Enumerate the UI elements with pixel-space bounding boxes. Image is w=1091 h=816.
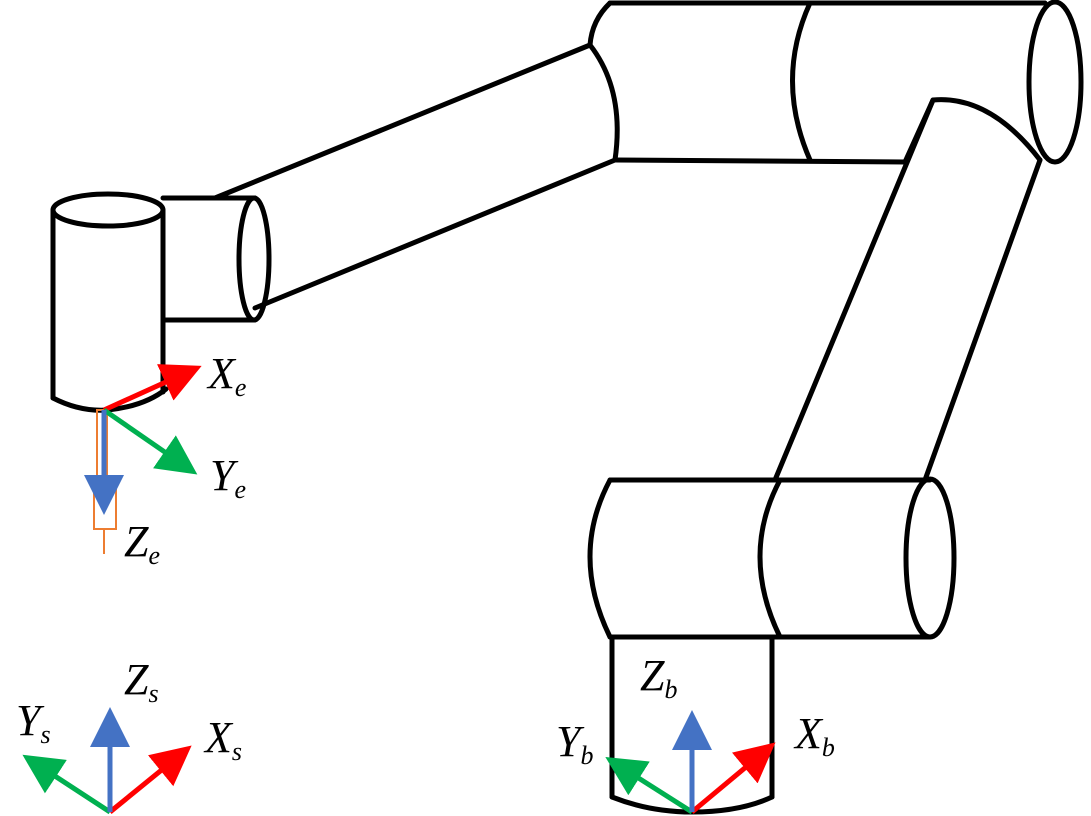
wrist-cylinder	[50, 191, 169, 413]
shoulder-joint	[587, 476, 957, 640]
upper-arm-link	[772, 97, 1043, 483]
z-s-label: Zs	[124, 655, 159, 708]
y-e-label: Ye	[210, 451, 246, 504]
x-s-label: Xs	[203, 713, 242, 766]
x-e-axis-arrow	[102, 364, 202, 413]
forearm-link	[212, 42, 618, 311]
wrist-joint-cylinder	[160, 195, 272, 323]
y-e-axis-arrow	[102, 407, 198, 475]
robot-arm-outline	[50, 0, 1084, 815]
x-s-axis-arrow	[108, 745, 192, 814]
elbow-joint	[587, 0, 1084, 165]
z-b-label: Zb	[640, 651, 677, 704]
y-b-label: Yb	[556, 717, 593, 770]
y-s-label: Ys	[16, 696, 51, 749]
x-b-label: Xb	[793, 709, 835, 762]
end-effector-frame: Xe Ye Ze	[84, 349, 246, 570]
y-b-axis-arrow	[605, 756, 694, 815]
world-frame: Xs Ys Zs	[16, 655, 242, 815]
x-b-axis-arrow	[690, 742, 776, 814]
y-s-axis-arrow	[22, 754, 112, 815]
base-frame: Xb Yb Zb	[556, 651, 835, 815]
x-e-label: Xe	[206, 349, 246, 402]
z-e-label: Ze	[124, 517, 160, 570]
